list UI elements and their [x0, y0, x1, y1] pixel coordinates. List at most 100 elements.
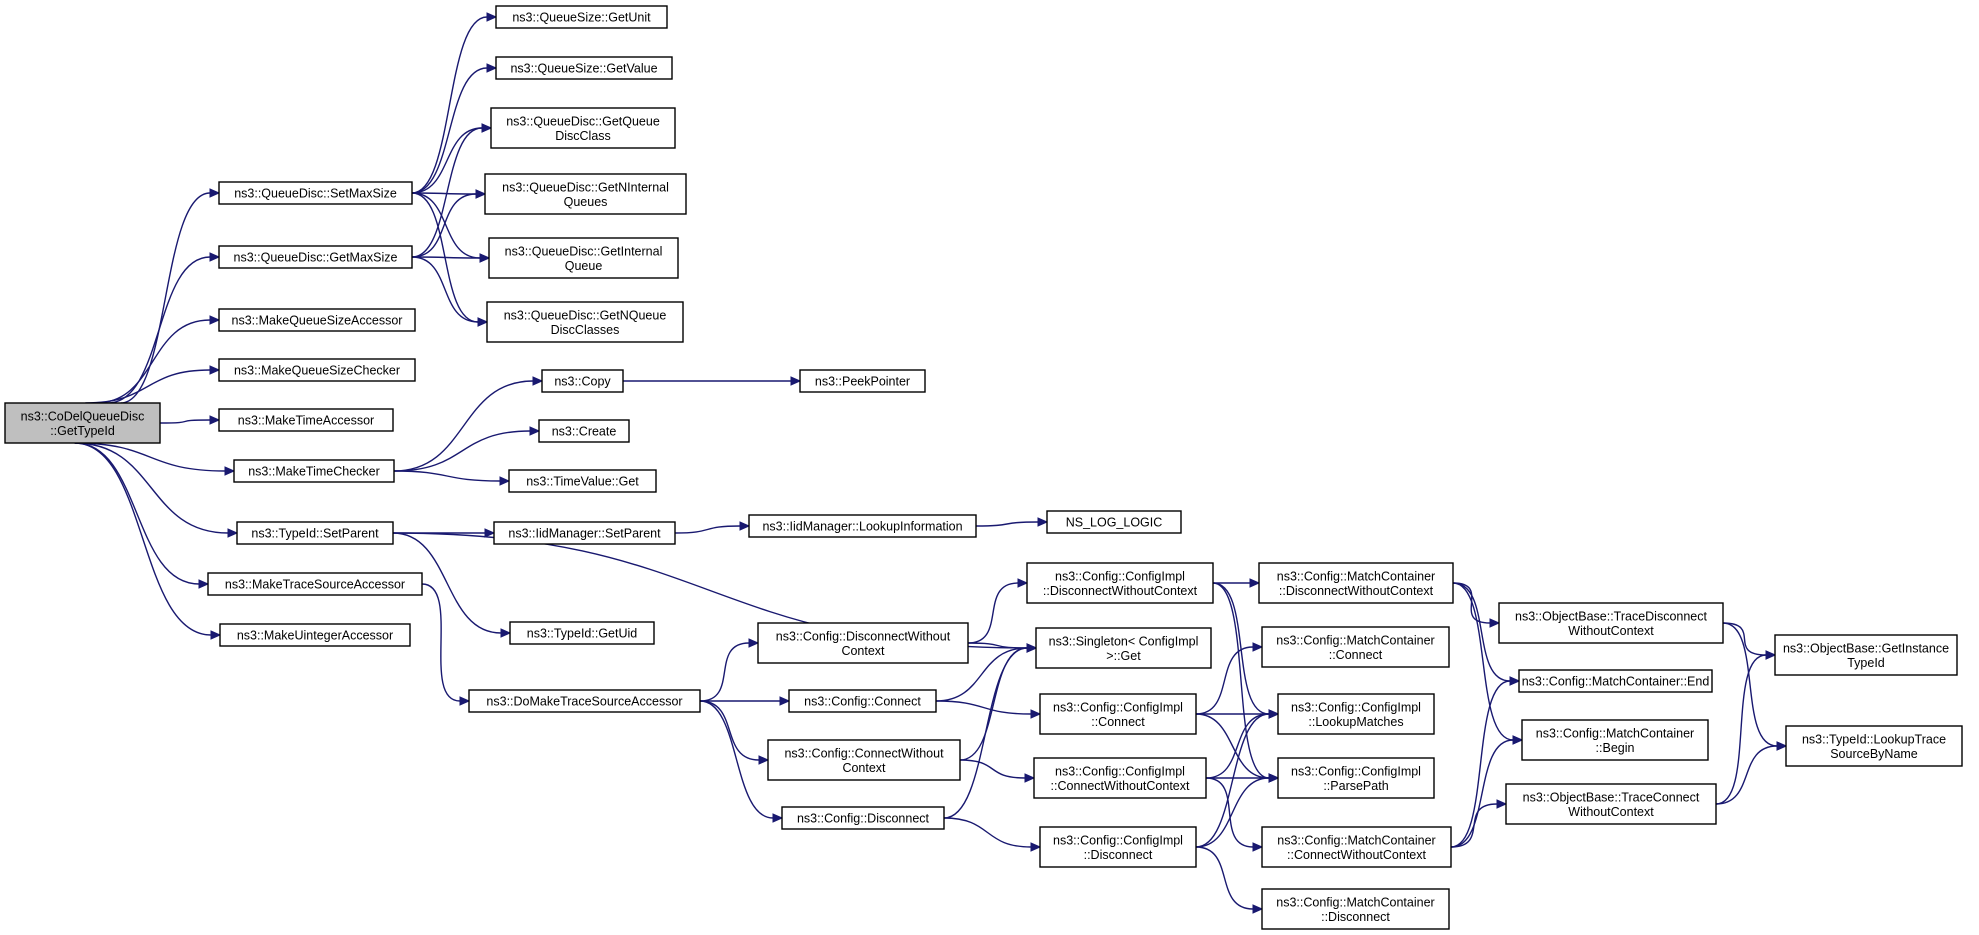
node-mccwc[interactable]: ns3::Config::MatchContainer::ConnectWith… — [1261, 826, 1452, 868]
node-obtcwc[interactable]: ns3::ObjectBase::TraceConnectWithoutCont… — [1505, 783, 1717, 825]
edge-line — [85, 369, 211, 404]
node-singleton[interactable]: ns3::Singleton< ConfigImpl>::Get — [1035, 627, 1212, 669]
node-label: ns3::Config::DisconnectWithout — [776, 629, 951, 643]
node-box — [1026, 562, 1214, 604]
node-mtsa[interactable]: ns3::MakeTraceSourceAccessor — [207, 572, 423, 596]
node-domake[interactable]: ns3::DoMakeTraceSourceAccessor — [468, 689, 701, 713]
edge-line — [943, 817, 1032, 848]
arrowhead-icon — [772, 813, 784, 823]
node-label: DiscClasses — [551, 323, 620, 337]
node-create[interactable]: ns3::Create — [538, 419, 630, 443]
call-edge — [943, 643, 1038, 819]
edge-line — [1212, 582, 1270, 779]
node-mqsa[interactable]: ns3::MakeQueueSizeAccessor — [218, 308, 416, 332]
edge-line — [674, 525, 741, 534]
edge-line — [411, 193, 477, 258]
call-edge — [95, 315, 221, 404]
node-ciparse[interactable]: ns3::Config::ConfigImpl::ParsePath — [1277, 757, 1435, 799]
node-label: ::ConnectWithoutContext — [1287, 848, 1426, 862]
node-cdwc[interactable]: ns3::Config::DisconnectWithoutContext — [757, 622, 969, 664]
node-mcend[interactable]: ns3::Config::MatchContainer::End — [1518, 669, 1713, 693]
node-box — [1785, 725, 1963, 767]
edge-layer — [74, 12, 1788, 914]
node-cconnect[interactable]: ns3::Config::Connect — [788, 689, 937, 713]
node-getmaxsize[interactable]: ns3::QueueDisc::GetMaxSize — [218, 245, 413, 269]
node-label: ns3::Config::MatchContainer — [1536, 726, 1694, 740]
node-mcdwc[interactable]: ns3::Config::MatchContainer::DisconnectW… — [1258, 562, 1454, 604]
call-edge — [1195, 709, 1280, 848]
node-label: ns3::MakeTimeChecker — [248, 465, 380, 479]
node-mcbegin[interactable]: ns3::Config::MatchContainer::Begin — [1521, 719, 1709, 761]
call-edge — [943, 817, 1042, 852]
node-copy[interactable]: ns3::Copy — [541, 369, 624, 393]
node-cdisconnect[interactable]: ns3::Config::Disconnect — [781, 806, 945, 830]
node-box — [233, 459, 395, 483]
node-label: ::Connect — [1329, 648, 1383, 662]
node-label: ns3::Config::ConnectWithout — [784, 746, 944, 760]
node-label: ns3::DoMakeTraceSourceAccessor — [486, 695, 682, 709]
node-cidisconnect[interactable]: ns3::Config::ConfigImpl::Disconnect — [1039, 826, 1197, 868]
node-mcdisconnect[interactable]: ns3::Config::MatchContainer::Disconnect — [1261, 888, 1450, 930]
arrowhead-icon — [209, 315, 221, 325]
node-cidwc[interactable]: ns3::Config::ConfigImpl::DisconnectWitho… — [1026, 562, 1214, 604]
node-label: ::LookupMatches — [1308, 715, 1403, 729]
edge-line — [1715, 745, 1778, 805]
node-box — [1261, 888, 1450, 930]
node-box — [495, 56, 673, 80]
arrowhead-icon — [790, 376, 802, 386]
node-cilookup[interactable]: ns3::Config::ConfigImpl::LookupMatches — [1277, 693, 1435, 735]
node-mqsc[interactable]: ns3::MakeQueueSizeChecker — [218, 358, 416, 382]
node-root[interactable]: ns3::CoDelQueueDisc::GetTypeId — [4, 402, 161, 444]
node-label: ns3::Config::ConfigImpl — [1053, 700, 1183, 714]
node-box — [1033, 757, 1207, 799]
call-edge — [392, 532, 512, 638]
edge-line — [1715, 654, 1767, 805]
call-edge — [411, 189, 487, 258]
arrowhead-icon — [1496, 799, 1508, 809]
node-peek[interactable]: ns3::PeekPointer — [799, 369, 926, 393]
node-tsetparent[interactable]: ns3::TypeId::SetParent — [236, 521, 394, 545]
node-getunit[interactable]: ns3::QueueSize::GetUnit — [495, 5, 668, 29]
node-box — [219, 623, 411, 647]
node-mta[interactable]: ns3::MakeTimeAccessor — [218, 408, 394, 432]
node-box — [538, 419, 630, 443]
node-label: DiscClass — [555, 129, 611, 143]
node-muia[interactable]: ns3::MakeUintegerAccessor — [219, 623, 411, 647]
node-getvalue[interactable]: ns3::QueueSize::GetValue — [495, 56, 673, 80]
edge-line — [935, 700, 1032, 715]
node-cicwc[interactable]: ns3::Config::ConfigImpl::ConnectWithoutC… — [1033, 757, 1207, 799]
arrowhead-icon — [1252, 842, 1264, 852]
node-nslog[interactable]: NS_LOG_LOGIC — [1046, 510, 1182, 534]
arrowhead-icon — [529, 426, 541, 436]
node-getuid[interactable]: ns3::TypeId::GetUid — [509, 621, 655, 645]
arrowhead-icon — [1024, 773, 1036, 783]
node-lookupinfo[interactable]: ns3::IidManager::LookupInformation — [748, 514, 977, 538]
node-tvget[interactable]: ns3::TimeValue::Get — [508, 469, 657, 493]
node-ciconnect[interactable]: ns3::Config::ConfigImpl::Connect — [1039, 693, 1197, 735]
node-box — [218, 308, 416, 332]
arrowhead-icon — [1268, 709, 1280, 719]
node-mtc[interactable]: ns3::MakeTimeChecker — [233, 459, 395, 483]
node-label: >::Get — [1106, 649, 1141, 663]
node-box — [493, 521, 676, 545]
node-iidsetparent[interactable]: ns3::IidManager::SetParent — [493, 521, 676, 545]
node-mcconnect[interactable]: ns3::Config::MatchContainer::Connect — [1261, 626, 1450, 668]
arrowhead-icon — [1776, 741, 1788, 751]
edge-line — [699, 700, 760, 761]
arrowhead-icon — [1765, 650, 1777, 660]
node-label: ns3::Singleton< ConfigImpl — [1049, 634, 1199, 648]
call-edge — [699, 700, 784, 823]
node-ccwc[interactable]: ns3::Config::ConnectWithoutContext — [767, 739, 961, 781]
node-label: ns3::Config::Connect — [804, 695, 921, 709]
node-box — [1039, 826, 1197, 868]
node-setmaxsize[interactable]: ns3::QueueDisc::SetMaxSize — [218, 181, 413, 205]
node-obtdwc[interactable]: ns3::ObjectBase::TraceDisconnectWithoutC… — [1498, 602, 1724, 644]
node-label: ns3::IidManager::LookupInformation — [762, 520, 962, 534]
node-box — [486, 301, 684, 343]
